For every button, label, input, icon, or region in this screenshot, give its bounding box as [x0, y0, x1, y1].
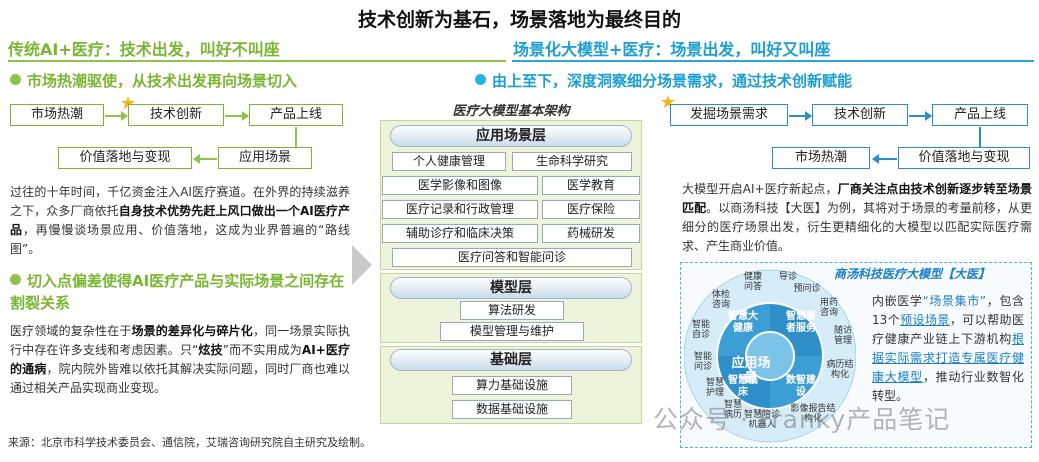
center-circle	[745, 331, 795, 381]
text-run: 内嵌医学	[872, 294, 923, 308]
quadrant-label: 智慧大健康	[728, 311, 758, 334]
flow-arrow	[789, 111, 812, 121]
left-section2-text: 切入点偏差使得AI医疗产品与实际场景之间存在割裂关系	[10, 272, 345, 312]
panel-description: 内嵌医学“场景集市”，包含13个预设场景，可以帮助医疗健康产业链上下游机构根据实…	[872, 292, 1024, 406]
ring-label: 预问诊	[793, 284, 821, 294]
ring-label: 体检咨询	[711, 290, 730, 310]
right-section1-text: 由上至下，深度洞察细分场景需求，通过技术创新赋能	[492, 72, 853, 90]
left-section1-heading: 市场热潮驱使，从技术出发再向场景切入	[10, 70, 297, 91]
ring-label: 健康问答	[743, 272, 762, 292]
panel-title: 商汤科技医疗大模型【大医】	[834, 267, 991, 281]
left-divider	[8, 60, 506, 62]
ring-label: 智慧病历	[723, 400, 742, 420]
arch-cell: 医疗问答和智能问诊	[392, 248, 632, 267]
watermark: 公众号 · Franky产品笔记	[653, 405, 951, 434]
ring-label: 影像报告结构化	[790, 404, 836, 424]
flow-connector	[295, 127, 297, 147]
text-run: 过往的十年时间，千亿资金注入AI医疗赛道。在外界的持续滋养之下，众多厂商依托	[10, 185, 350, 218]
ring-label: 智能问诊	[693, 352, 712, 372]
flow-box-app-scenario: 应用场景	[218, 147, 312, 169]
arch-cell: 数据基础设施	[452, 400, 572, 419]
scenario-wheel	[684, 269, 856, 443]
ring-label: 导诊	[778, 272, 797, 282]
flow-arrow	[909, 111, 932, 121]
left-paragraph-1: 过往的十年时间，千亿资金注入AI医疗赛道。在外界的持续滋养之下，众多厂商依托自身…	[10, 183, 350, 259]
flow-box-tech-innovation: 技术创新	[128, 104, 224, 126]
text-run: ，可以帮助医疗健康产业链上下游机构	[872, 313, 1024, 346]
text-run: ，同一场景实际执行中存在许多支线和考虑因素。只“	[10, 324, 350, 357]
quadrant-label: 数智建设	[786, 375, 816, 398]
arch-cell: 医学影像和图像	[382, 176, 538, 195]
left-subtitle: 传统AI+医疗：技术出发，叫好不叫座	[8, 40, 280, 59]
left-paragraph-2: 医疗领域的复杂性在于场景的差异化与碎片化，同一场景实际执行中存在许多支线和考虑因…	[10, 322, 350, 398]
arch-cell: 医学教育	[542, 176, 640, 195]
flow-box-tech-innovation: 技术创新	[812, 104, 908, 126]
arch-cell: 模型管理与维护	[440, 322, 584, 341]
right-divider	[512, 60, 1034, 62]
text-run-bold: 场景的差异化与碎片化	[131, 324, 253, 338]
text-run-bold: 炫技	[198, 343, 223, 357]
flow-connector	[979, 127, 981, 147]
main-title: 技术创新为基石，场景落地为最终目的	[357, 9, 681, 31]
text-run-highlight: 预设场景	[900, 313, 950, 327]
text-run: 医疗领域的复杂性在于	[10, 324, 132, 338]
ring-label: 病历结构化	[826, 360, 854, 380]
app-layer-header: 应用场景层	[390, 125, 632, 147]
base-layer-header: 基础层	[390, 349, 632, 371]
text-run: ，再慢慢谈场景应用、价值落地，这成为业界普遍的“路线图”。	[10, 223, 350, 256]
text-run: ，包含13个	[872, 294, 1024, 327]
left-section1-text: 市场热潮驱使，从技术出发再向场景切入	[27, 72, 298, 90]
text-run: ”而不实用成为	[222, 343, 302, 357]
arch-cell: 生命科学研究	[512, 152, 632, 171]
bullet-dot-icon	[475, 74, 486, 85]
arch-cell: 算力基础设施	[452, 376, 572, 395]
architecture-title: 医疗大模型基本架构	[452, 104, 570, 119]
right-section1-heading: 由上至下，深度洞察细分场景需求，通过技术创新赋能	[475, 70, 852, 91]
center-label: 应用场景	[731, 356, 771, 386]
flow-box-product-launch: 产品上线	[932, 104, 1028, 126]
arch-cell: 个人健康管理	[392, 152, 506, 171]
flow-arrow	[193, 154, 217, 164]
text-run: 。以商汤科技【大医】为例，其将对于场景的考量前移，从更细分的医疗场景出发，衍生更…	[682, 201, 1032, 253]
source-note: 来源：北京市科学技术委员会、通信院，艾瑞咨询研究院自主研究及绘制。	[8, 436, 371, 449]
text-run-highlight: “场景集市”	[922, 294, 987, 308]
ring-label: 随访管理	[833, 326, 852, 346]
text-run: 大模型开启AI+医疗新起点，	[682, 182, 838, 196]
text-run: ，院内院外皆难以依托其解决实际问题，同时厂商也难以通过相关产品实现商业变现。	[10, 362, 350, 395]
flow-box-value-realization: 价值落地与变现	[898, 147, 1030, 169]
flow-arrow	[105, 111, 128, 121]
ring-label: 智慧陪诊机器人	[744, 410, 781, 430]
right-paragraph: 大模型开启AI+医疗新起点，厂商关注点由技术创新逐步转至场景匹配。以商汤科技【大…	[682, 180, 1032, 256]
transition-arrow-icon	[352, 245, 372, 285]
model-layer-header: 模型层	[390, 277, 632, 299]
bullet-dot-icon	[10, 74, 21, 85]
arch-cell: 辅助诊疗和临床决策	[382, 224, 538, 243]
bullet-dot-icon	[10, 274, 21, 285]
flow-arrow	[872, 154, 897, 164]
arch-cell: 医疗记录和行政管理	[382, 200, 538, 219]
right-subtitle: 场景化大模型+医疗：场景出发，叫好又叫座	[513, 40, 831, 59]
quadrant-label: 智慧临床	[728, 375, 758, 398]
text-run-highlight: 根据实际需求打造专属医疗健康大模型	[872, 332, 1024, 384]
arch-cell: 药械研发	[542, 224, 640, 243]
left-section2-heading: 切入点偏差使得AI医疗产品与实际场景之间存在割裂关系	[10, 270, 355, 314]
flow-box-product-launch: 产品上线	[249, 104, 343, 126]
quadrant-label: 智慧患者服务	[786, 311, 816, 334]
flow-box-value-realization: 价值落地与变现	[58, 147, 192, 169]
text-run-bold: 自身技术优势先赶上风口做出一个AI医疗产品	[10, 204, 350, 237]
flow-box-market-hype: 市场热潮	[10, 104, 104, 126]
text-run: ，推动行业数智化转型。	[872, 370, 1024, 403]
flow-box-discover-needs: 发掘场景需求	[670, 104, 788, 126]
ring-label: 用药咨询	[819, 298, 838, 318]
flow-arrow	[225, 111, 249, 121]
arch-cell: 医疗保险	[542, 200, 640, 219]
ring-label: 智能自诊	[691, 320, 710, 340]
flow-box-market-hype: 市场热潮	[772, 147, 870, 169]
text-run-bold: AI+医疗的通病	[10, 343, 350, 376]
ring-label: 智慧护理	[705, 378, 724, 398]
text-run-bold: 厂商关注点由技术创新逐步转至场景匹配	[682, 182, 1032, 215]
arch-cell: 算法研发	[460, 301, 564, 320]
